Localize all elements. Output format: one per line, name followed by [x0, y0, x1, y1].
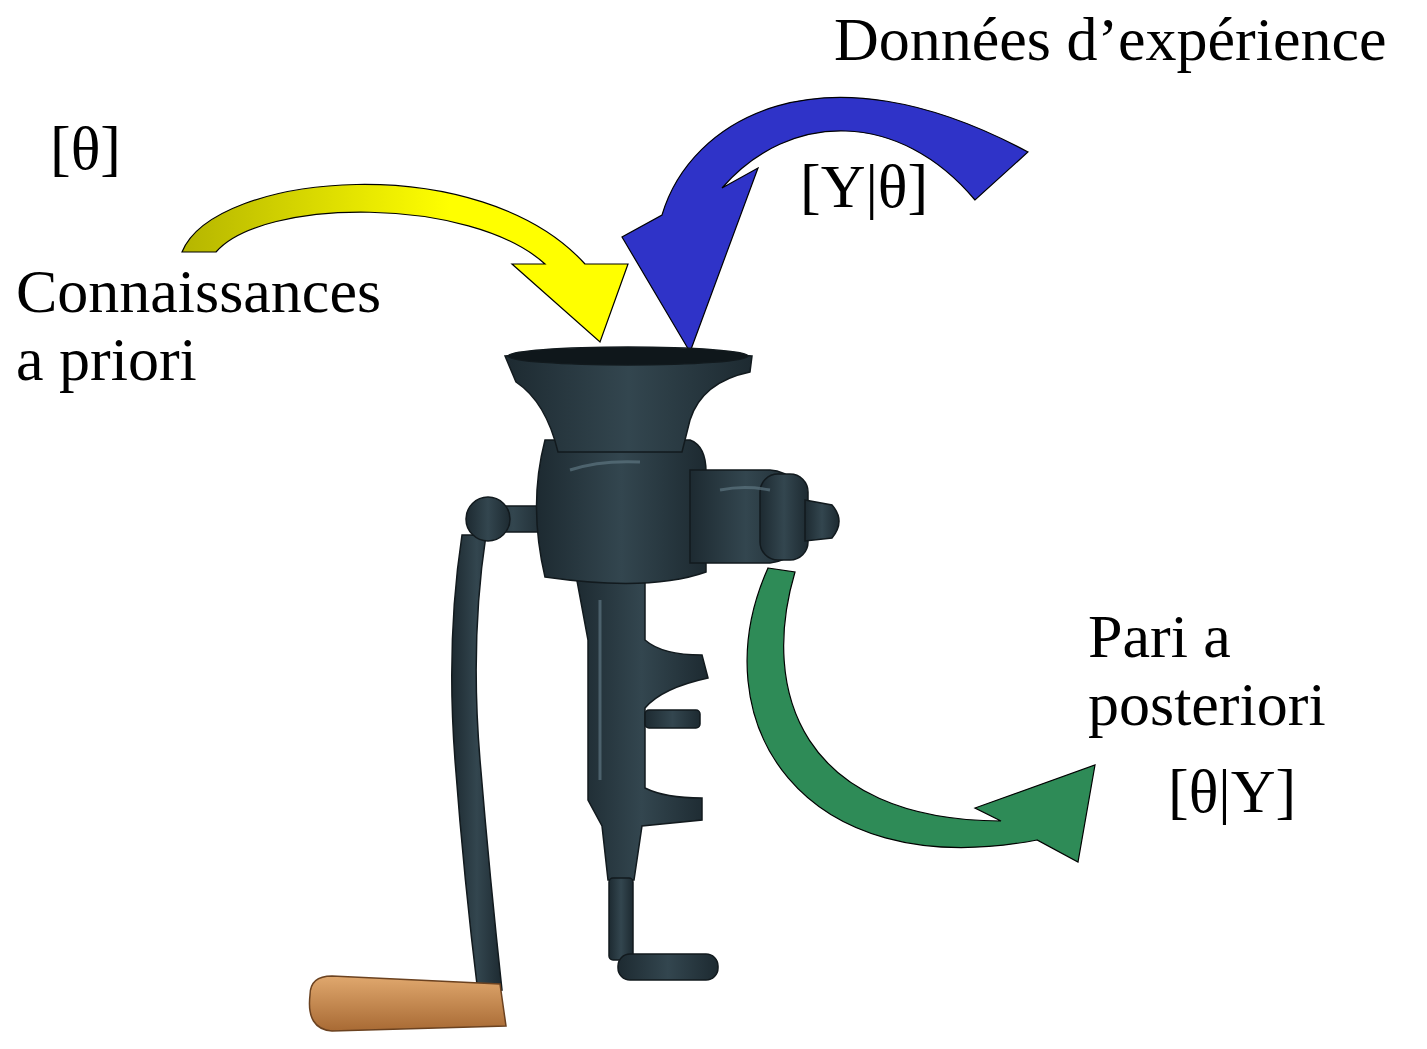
annotation-label: [Y|θ] [800, 152, 928, 220]
annotation-label: [θ|Y] [1168, 757, 1296, 825]
annotation-label: Pari a posteriori [1088, 602, 1388, 738]
annotation-label: Connaissances a priori [16, 257, 401, 393]
posterior-arrow [747, 568, 1095, 862]
annotation-label: Données d’expérience [834, 5, 1387, 73]
data-arrow [622, 97, 1028, 352]
annotation-label: [θ] [50, 114, 121, 182]
